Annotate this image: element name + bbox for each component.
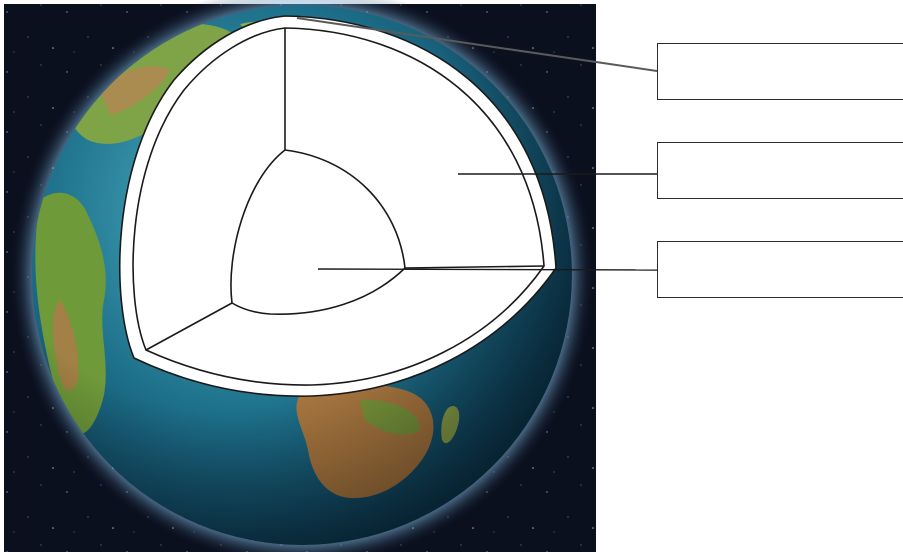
- label-box-core[interactable]: [657, 241, 903, 298]
- leader-line-core: [318, 269, 657, 270]
- label-box-mantle[interactable]: [657, 142, 903, 199]
- label-box-crust[interactable]: [657, 43, 903, 100]
